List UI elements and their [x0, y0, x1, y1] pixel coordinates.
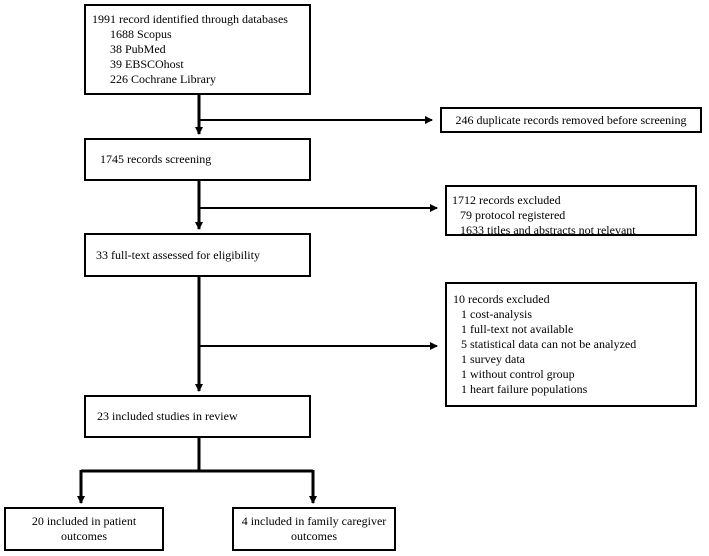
excluded-screening-item: 79 protocol registered: [460, 208, 566, 222]
screening-box: 1745 records screening: [84, 138, 311, 181]
identification-title: 1991 record identified through databases: [92, 12, 288, 26]
eligibility-label: 33 full-text assessed for eligibility: [96, 247, 260, 262]
caregiver-outcomes-box: 4 included in family caregiver outcomes: [232, 507, 396, 551]
excluded-fulltext-item: 1 without control group: [461, 367, 575, 381]
excluded-fulltext-item: 1 heart failure populations: [461, 382, 588, 396]
source-pubmed: 38 PubMed: [110, 42, 166, 56]
patient-outcomes-line1: 20 included in patient: [31, 514, 137, 528]
eligibility-box: 33 full-text assessed for eligibility: [84, 233, 311, 277]
patient-outcomes-line2: outcomes: [61, 529, 107, 543]
source-ebscohost: 39 EBSCOhost: [110, 57, 184, 71]
included-label: 23 included studies in review: [97, 409, 238, 423]
included-box: 23 included studies in review: [84, 395, 311, 438]
duplicates-label: 246 duplicate records removed before scr…: [455, 112, 687, 127]
caregiver-outcomes-line2: outcomes: [291, 529, 337, 543]
excluded-fulltext-box: 10 records excluded 1 cost-analysis 1 fu…: [445, 282, 697, 407]
excluded-fulltext-item: 1 cost-analysis: [461, 307, 532, 321]
source-cochrane: 226 Cochrane Library: [110, 72, 216, 86]
screening-label: 1745 records screening: [100, 152, 212, 166]
patient-outcomes-box: 20 included in patient outcomes: [4, 507, 164, 551]
excluded-fulltext-item: 1 survey data: [461, 352, 525, 366]
identification-box: 1991 record identified through databases…: [84, 4, 311, 95]
excluded-fulltext-item: 1 full-text not available: [461, 322, 574, 336]
excluded-screening-title: 1712 records excluded: [452, 193, 561, 207]
excluded-fulltext-title: 10 records excluded: [453, 292, 550, 306]
caregiver-outcomes-line1: 4 included in family caregiver: [241, 514, 387, 528]
excluded-screening-box: 1712 records excluded 79 protocol regist…: [445, 185, 697, 237]
excluded-screening-item: 1633 titles and abstracts not relevant: [460, 223, 636, 237]
source-scopus: 1688 Scopus: [110, 27, 172, 41]
excluded-fulltext-item: 5 statistical data can not be analyzed: [461, 337, 637, 351]
duplicates-box: 246 duplicate records removed before scr…: [440, 107, 702, 133]
